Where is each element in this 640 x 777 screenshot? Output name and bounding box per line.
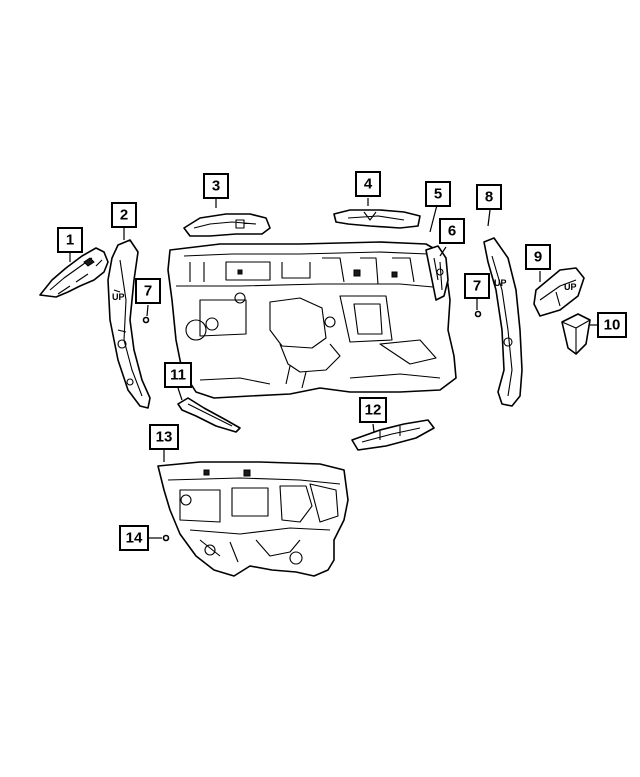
callout-11-label: 11 <box>170 367 186 384</box>
part-3-strip <box>183 213 271 237</box>
part-7-clip-left <box>142 316 150 324</box>
stamp-up-right: UP <box>494 278 507 288</box>
callout-11: 11 <box>164 362 192 388</box>
callout-7-right-label: 7 <box>473 278 481 295</box>
stamp-up-bracket: UP <box>564 282 577 292</box>
part-14-clip <box>162 534 170 542</box>
callout-8-label: 8 <box>485 189 493 206</box>
callout-12: 12 <box>359 397 387 423</box>
part-5-6-side <box>425 245 449 301</box>
callout-2-label: 2 <box>120 207 128 224</box>
part-7-clip-right <box>474 310 482 318</box>
callout-4: 4 <box>355 171 381 197</box>
leader-lines <box>69 198 598 539</box>
callout-5: 5 <box>425 181 451 207</box>
part-10-pad <box>561 313 591 355</box>
callout-5-label: 5 <box>434 186 442 203</box>
callout-2: 2 <box>111 202 137 228</box>
callout-7-left-label: 7 <box>144 283 152 300</box>
part-13-silencer <box>157 461 349 577</box>
callout-6: 6 <box>439 218 465 244</box>
callout-14-label: 14 <box>126 530 143 547</box>
callout-1-label: 1 <box>66 232 74 249</box>
part-4-strip <box>333 209 421 229</box>
callout-7-right: 7 <box>464 273 490 299</box>
callout-3-label: 3 <box>212 178 220 195</box>
dash-panel-insulator <box>167 241 457 399</box>
part-8-pillar: UP <box>483 237 523 407</box>
callout-7-left: 7 <box>135 278 161 304</box>
callout-9-label: 9 <box>534 249 542 266</box>
part-1-insulator <box>39 247 109 298</box>
part-2-pillar: UP <box>107 239 151 409</box>
callout-9: 9 <box>525 244 551 270</box>
callout-14: 14 <box>119 525 149 551</box>
callout-13: 13 <box>149 424 179 450</box>
stamp-up-left: UP <box>112 292 125 302</box>
callout-12-label: 12 <box>365 402 382 419</box>
part-9-bracket: UP <box>533 267 585 317</box>
callout-8: 8 <box>476 184 502 210</box>
callout-4-label: 4 <box>364 176 373 193</box>
callout-10-label: 10 <box>604 317 621 334</box>
callout-10: 10 <box>597 312 627 338</box>
part-11-strip <box>177 397 241 433</box>
callout-6-label: 6 <box>448 223 456 240</box>
part-12-strip <box>351 419 435 451</box>
callout-13-label: 13 <box>156 429 173 446</box>
callout-1: 1 <box>57 227 83 253</box>
callout-3: 3 <box>203 173 229 199</box>
